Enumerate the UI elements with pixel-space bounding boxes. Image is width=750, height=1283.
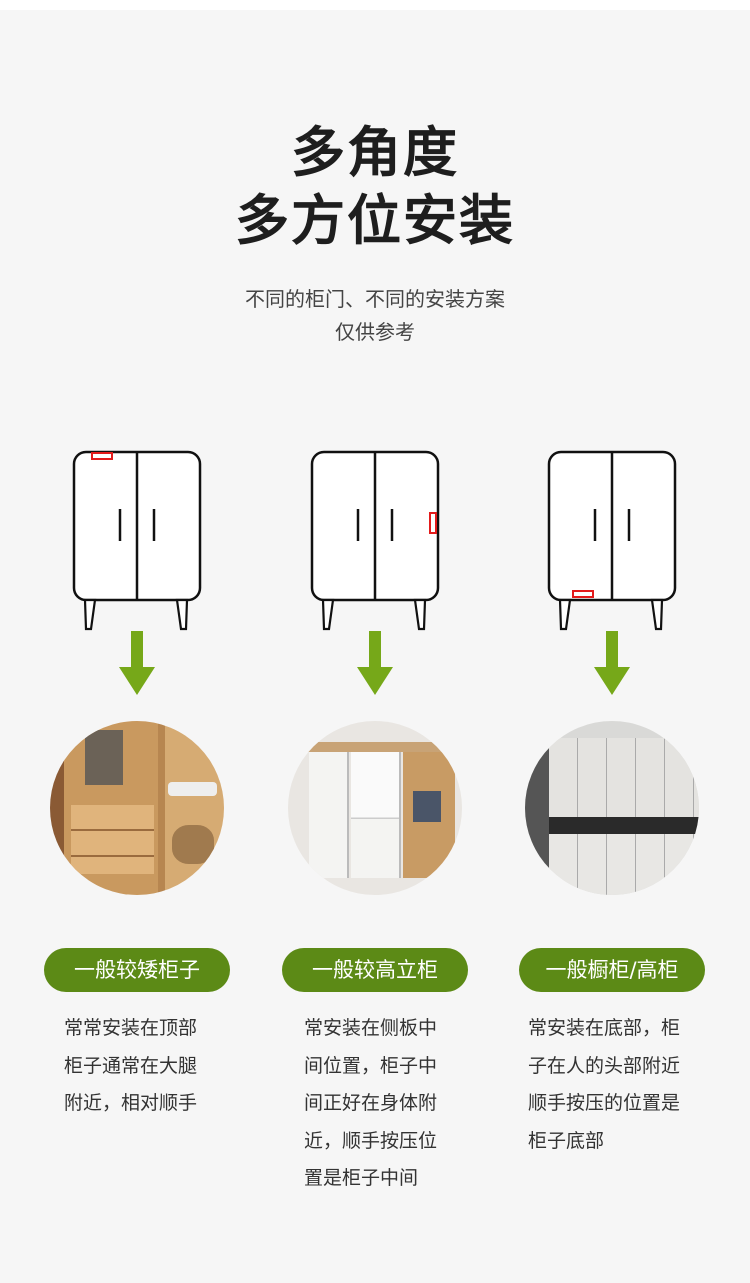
subtitle-line-1: 不同的柜门、不同的安装方案 (245, 287, 505, 311)
title-line-1: 多角度 (291, 121, 459, 184)
push-latch-marker (572, 590, 594, 598)
low-cabinet-photo (50, 721, 224, 895)
description-line: 子在人的头部附近 (528, 1054, 681, 1077)
top-strip (0, 0, 750, 10)
description-line: 间正好在身体附 (304, 1092, 438, 1114)
arrow-down-icon (357, 631, 393, 695)
tall-wardrobe-photo (288, 721, 462, 895)
description: 常安装在底部，柜 子在人的头部附近 顺手按压的位置是 柜子底部 (528, 1010, 680, 1160)
description: 常安装在侧板中 间位置，柜子中 间正好在身体附 近，顺手按压位 置是柜子中间 (304, 1010, 437, 1198)
category-pill: 一般较高立柜 (282, 948, 468, 992)
description-line: 近，顺手按压位 (304, 1129, 438, 1152)
description-line: 附近，相对顺手 (64, 1092, 198, 1114)
description-line: 间位置，柜子中 (304, 1054, 438, 1077)
title-line-2: 多方位安装 (235, 189, 515, 252)
description-line: 常安装在侧板中 (304, 1017, 438, 1039)
description-line: 置是柜子中间 (304, 1167, 419, 1189)
description: 常常安装在顶部 柜子通常在大腿 附近，相对顺手 (64, 1010, 197, 1123)
kitchen-cabinet-photo (525, 721, 699, 895)
push-latch-marker (429, 512, 437, 534)
arrow-down-icon (119, 631, 155, 695)
cabinet-icon (72, 450, 202, 631)
description-line: 顺手按压的位置是 (528, 1092, 681, 1114)
subtitle-line-2: 仅供参考 (335, 320, 415, 344)
description-line: 柜子通常在大腿 (64, 1054, 198, 1077)
arrow-down-icon (594, 631, 630, 695)
push-latch-marker (91, 452, 113, 460)
cabinet-icon (310, 450, 440, 631)
cabinet-icon (547, 450, 677, 631)
description-line: 柜子底部 (528, 1129, 605, 1152)
category-pill: 一般较矮柜子 (44, 948, 230, 992)
description-line: 常常安装在顶部 (64, 1017, 198, 1039)
description-line: 常安装在底部，柜 (528, 1017, 681, 1039)
category-pill: 一般橱柜/高柜 (519, 948, 705, 992)
